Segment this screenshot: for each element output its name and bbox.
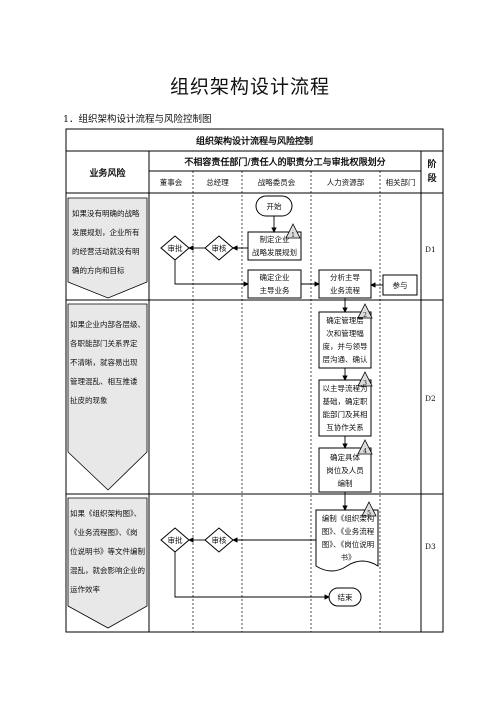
stage-d2: D2 [425,394,436,403]
step-markers [285,223,377,517]
marker-3-label: 3 [363,380,367,387]
marker-1-label: 1 [291,232,295,239]
end-label: 结束 [337,593,353,602]
start-label: 开始 [266,202,282,211]
review-2-label: 审核 [211,536,227,545]
approve-2-label: 审批 [167,536,183,545]
table-title: 组织架构设计流程与风险控制 [195,136,313,147]
draft-plan-label: 制定企业战略发展规划 [252,235,297,257]
review-diamond-1 [204,235,234,261]
define-depts-box [318,379,372,437]
risk-arrow-2 [67,303,148,491]
flow-connectors [174,216,383,600]
column-strategy-committee: 战略委员会 [257,177,296,187]
compile-docs-label: 编制《组织架构图》、《业务流程 图》、《岗位说明书》 [321,514,375,562]
define-depts-label: 以主导流程为基础，确定职 能部门及其相互协作关系 [322,384,368,432]
participate-label: 参与 [392,281,408,290]
risk-text-3: 如果《组织架构图》、《业务流程图》、《岗 位说明书》等文件编制混乱，就会影响企业… [70,509,145,594]
column-related-departments: 相关部门 [385,177,416,187]
risk-arrow-3 [67,497,148,629]
section-heading: 1．组织架构设计流程与风险控制图 [63,114,212,125]
define-posts-box [318,447,372,493]
marker-4-label: 4 [363,448,367,455]
document-title: 组织架构设计流程 [169,76,330,98]
column-hr-department: 人力资源部 [326,177,365,187]
compile-docs-document [315,509,379,572]
confirm-plan-label: 确定企业主导业务 [259,273,290,295]
risk-text-1: 如果没有明确的战略发展规划，企业所有 的经营活动就没有明确的方向和目标 [72,209,140,275]
flow-shapes [160,195,418,607]
analyze-label: 分析主导业务流程 [330,273,360,295]
table-grid [65,128,444,633]
risk-text-2: 如果企业内部各层级、各职能部门关系界定 不清晰，就容易出现管理混乱、相互推诿 扯… [70,320,145,405]
stage-header: 阶 段 [427,159,437,184]
marker-1-triangle [285,223,301,239]
review-diamond-2 [204,527,234,553]
column-board: 董事会 [159,177,183,187]
risk-arrow-1 [67,197,148,299]
define-levels-label: 确定管理层次和管理幅 度，并与领导层沟通、确认 [322,316,368,364]
review-1-label: 审核 [211,244,227,253]
define-posts-label: 确定具体岗位及人员 编制 [326,453,364,488]
confirm-plan-box [247,269,302,299]
analyze-box [318,269,372,299]
marker-3-triangle [357,371,373,387]
risk-header: 业务风险 [89,168,126,179]
responsibility-header: 不相容责任部门/责任人的职责分工与审批权限划分 [184,157,386,168]
marker-5-label: 5 [367,510,371,517]
stage-d1: D1 [425,245,436,254]
column-general-manager: 总经理 [206,177,229,187]
define-levels-box [318,311,372,369]
stage-d3: D3 [425,542,436,551]
approve-1-label: 审批 [167,244,183,253]
marker-4-triangle [357,439,373,455]
marker-2-label: 2 [363,312,367,319]
risk-arrows [67,197,148,629]
marker-2-triangle [357,303,373,319]
marker-5-triangle [361,501,377,517]
